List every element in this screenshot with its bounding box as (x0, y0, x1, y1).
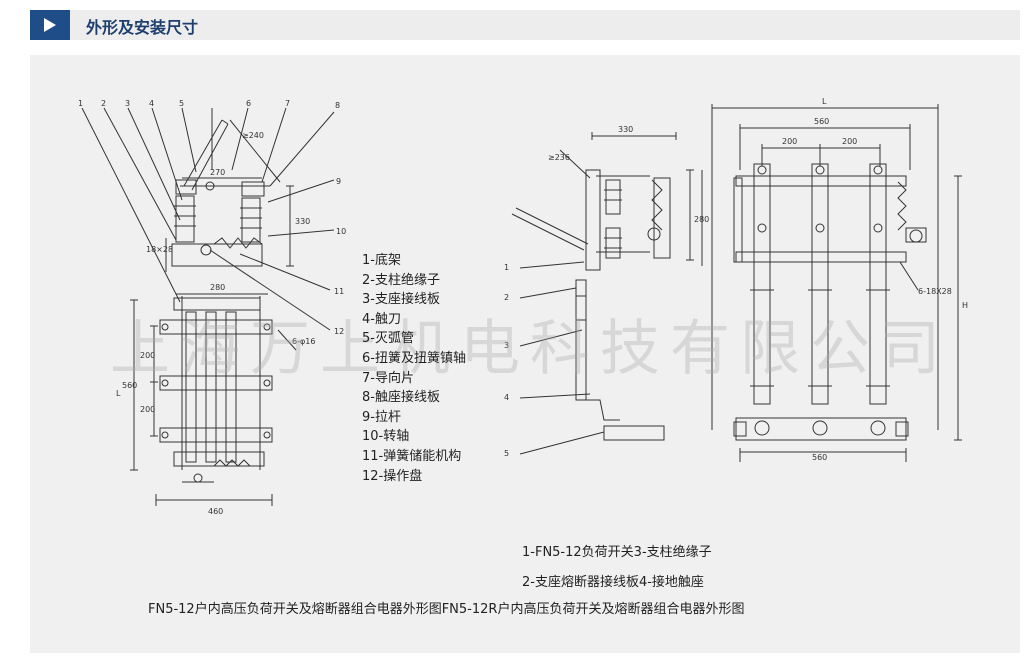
right-front-view (701, 104, 962, 462)
legend-item: 7-导向片 (362, 370, 414, 386)
left-dim-330: 330 (295, 217, 310, 226)
left-callout-2: 2 (101, 99, 106, 108)
mid-dim-330: 330 (618, 125, 633, 134)
section-header: 外形及安装尺寸 (30, 10, 1020, 40)
mid-callout-5: 5 (504, 449, 509, 458)
left-dim-560: 560 (122, 381, 137, 390)
left-callout-3: 3 (125, 99, 130, 108)
drawing-panel (30, 55, 1020, 653)
right-dim-L: L (822, 97, 827, 106)
right-dim-560-bottom: 560 (812, 453, 827, 462)
parts-legend: 1-底架 2-支柱绝缘子 3-支座接线板 4-触刀 5-灭弧管 6-扭簧及扭簧镇… (362, 251, 466, 486)
left-dim-200b: 200 (140, 405, 155, 414)
mid-callout-4: 4 (504, 393, 509, 402)
left-dim-18x28: 18×28 (146, 245, 173, 254)
left-dim-460: 460 (208, 507, 223, 516)
mid-dim-280: 280 (694, 215, 709, 224)
left-dim-200a: 200 (140, 351, 155, 360)
left-callout-8: 8 (335, 101, 340, 110)
legend-item: 1-底架 (362, 253, 401, 268)
left-side-view (81, 107, 335, 506)
right-dim-560-top: 560 (814, 117, 829, 126)
legend-item: 6-扭簧及扭簧镇轴 (362, 350, 466, 366)
left-dim-280: 280 (210, 283, 225, 292)
legend-item: 5-灭弧管 (362, 331, 414, 347)
section-title: 外形及安装尺寸 (86, 18, 199, 37)
left-callout-12: 12 (334, 327, 344, 336)
mid-callout-2: 2 (504, 293, 509, 302)
play-icon (30, 10, 70, 40)
left-callout-4: 4 (149, 99, 154, 108)
legend-item: 10-转轴 (362, 429, 410, 445)
watermark-text: 上海万上机电科技有限公司 (110, 314, 950, 384)
left-dim-L: L (116, 389, 121, 398)
legend-item: 8-触座接线板 (362, 390, 440, 406)
left-callout-11: 11 (334, 287, 344, 296)
left-callout-5: 5 (179, 99, 184, 108)
legend-item: 12-操作盘 (362, 468, 423, 484)
left-callout-7: 7 (285, 99, 290, 108)
left-dim-240: ≥240 (242, 131, 264, 140)
caption-line-3: FN5-12户内高压负荷开关及熔断器组合电器外形图FN5-12R户内高压负荷开关… (148, 602, 745, 617)
middle-side-view (511, 132, 694, 455)
mid-callout-3: 3 (504, 341, 509, 350)
left-callout-9: 9 (336, 177, 341, 186)
right-dim-6-18x28: 6-18X28 (918, 287, 952, 296)
legend-item: 3-支座接线板 (362, 292, 440, 308)
right-dim-200a: 200 (782, 137, 797, 146)
right-dim-H: H (962, 301, 968, 310)
left-dim-6phi16: 6-φ16 (292, 337, 315, 346)
legend-item: 11-弹簧储能机构 (362, 448, 462, 464)
left-dim-270: 270 (210, 168, 225, 177)
legend-item: 4-触刀 (362, 311, 401, 327)
caption-line-1: 1-FN5-12负荷开关3-支柱绝缘子 (522, 545, 712, 560)
legend-item: 2-支柱绝缘子 (362, 272, 440, 288)
mid-dim-236: ≥236 (548, 153, 570, 162)
legend-item: 9-拉杆 (362, 409, 401, 425)
caption-line-2: 2-支座熔断器接线板4-接地触座 (522, 575, 704, 590)
right-dim-200b: 200 (842, 137, 857, 146)
left-callout-6: 6 (246, 99, 251, 108)
mid-callout-1: 1 (504, 263, 509, 272)
left-callout-1: 1 (78, 99, 83, 108)
left-callout-10: 10 (336, 227, 346, 236)
